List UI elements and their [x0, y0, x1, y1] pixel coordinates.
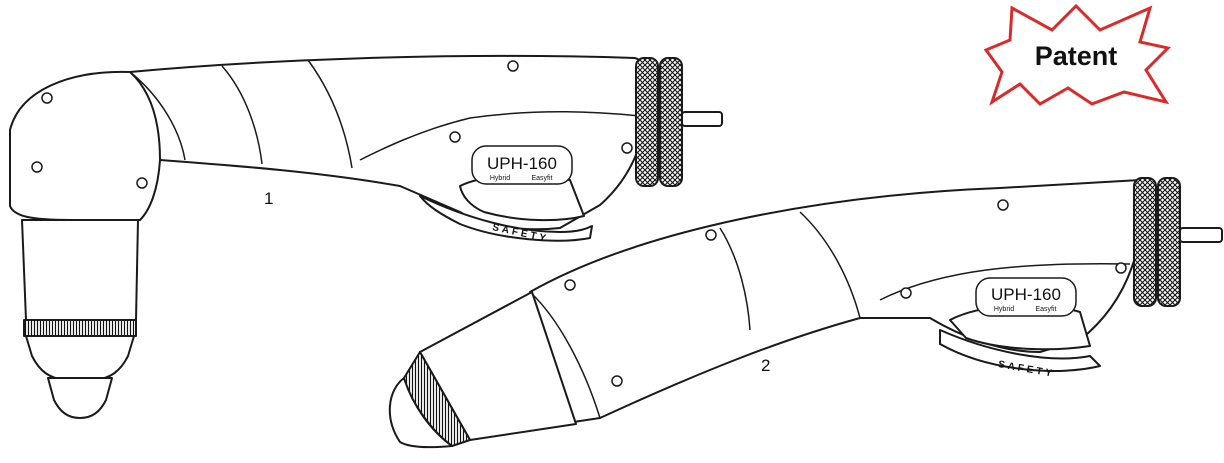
torch-1-hybrid: Hybrid: [490, 175, 510, 182]
torch-2: [388, 177, 1223, 449]
torch-2-collar-a: [1133, 177, 1157, 307]
torch-1-tip: [47, 377, 113, 419]
patent-badge-text: Patent: [1034, 40, 1118, 71]
patent-burst-shape: [983, 3, 1172, 106]
torch-1-head: [9, 70, 161, 221]
torch-2-screws: [564, 199, 1127, 387]
torch-2-label-plate: [975, 277, 1077, 317]
torch-1-collar-b: [659, 57, 683, 187]
torch-1: [9, 54, 723, 419]
torch-2-tip: [388, 377, 453, 449]
callout-torch-2: 2: [761, 356, 771, 375]
torch-1-cap: [21, 219, 139, 321]
torch-1-label-plate: [471, 145, 573, 185]
torch-2-easyfit: Easyfit: [1035, 306, 1056, 313]
torch-1-knurl-ring: [23, 319, 137, 337]
torch-2-model: UPH-160: [991, 285, 1061, 304]
torch-1-model: UPH-160: [487, 154, 557, 173]
torch-2-segment-lines: [529, 211, 1131, 419]
torch-1-screws: [31, 60, 633, 189]
torch-2-connector: [1179, 227, 1223, 243]
torch-1-shield: [25, 335, 135, 381]
torch-1-segment-lines: [129, 59, 641, 169]
callout-torch-1: 1: [264, 189, 274, 208]
patent-badge: Patent: [984, 6, 1168, 106]
torch-2-collar-b: [1157, 177, 1181, 307]
torch-1-collar-a: [635, 57, 659, 187]
torch-1-connector: [681, 111, 723, 127]
torch-2-handle: [529, 179, 1143, 425]
torch-2-hybrid: Hybrid: [994, 306, 1014, 313]
torch-1-easyfit: Easyfit: [531, 175, 552, 182]
torch-2-trigger: [939, 329, 1101, 372]
torch-1-trigger: [419, 195, 593, 242]
